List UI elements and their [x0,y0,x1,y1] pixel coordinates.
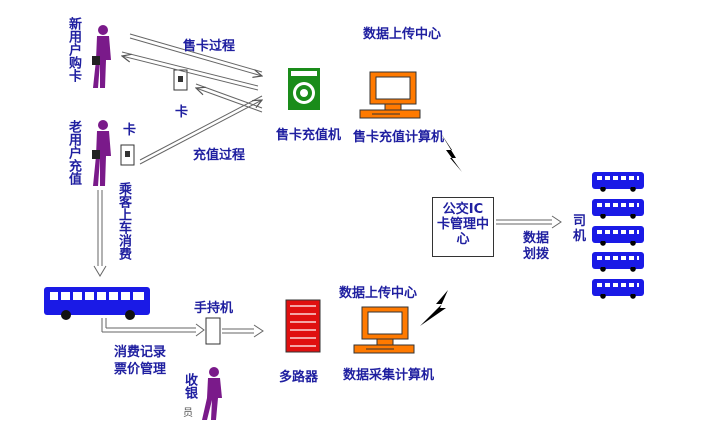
record-label-1: 消费记录 [114,345,167,360]
upload-bottom-label: 数据上传中心 [339,286,418,301]
lightning-bottom-icon [420,290,448,326]
recharge-process-arrows [139,83,262,165]
handheld-arrow [222,324,264,338]
new-user-label: 新用户购卡 [66,17,81,82]
collect-computer-icon [353,306,415,354]
center-box-line-2: 卡管理中 [436,217,489,232]
data-alloc-arrow [496,215,562,229]
card-right-label: 卡 [123,123,137,138]
handheld-device-icon [205,317,221,345]
sale-computer-label: 售卡充值计算机 [353,130,445,145]
driver-bus-icon-1 [592,172,644,192]
record-label-2: 票价管理 [114,362,167,377]
sale-process-arrows [122,33,262,91]
driver-bus-icon-3 [592,226,644,246]
recharge-process-label: 充值过程 [193,148,246,163]
bus-icon [44,287,150,320]
driver-label: 司机 [573,214,587,244]
handheld-label: 手持机 [194,301,234,316]
old-user-person-icon [92,120,111,186]
card-mid-label: 卡 [175,105,189,120]
new-user-person-icon [92,25,111,88]
driver-bus-icon-4 [592,252,644,272]
data-alloc-label-2: 划拨 [523,247,550,262]
cashier-label-small: 员 [183,408,193,419]
lightning-top-icon [440,132,462,172]
data-alloc-label-1: 数据 [523,231,550,246]
upload-top-label: 数据上传中心 [363,27,442,42]
collect-computer-label: 数据采集计算机 [343,368,435,383]
router-icon [285,299,321,353]
old-user-label: 老用户充值 [66,120,81,185]
sale-process-label: 售卡过程 [183,39,236,54]
sale-machine-label: 售卡充值机 [276,128,342,143]
sale-computer-icon [359,71,421,119]
record-arrow [101,318,205,337]
driver-bus-icon-2 [592,199,644,219]
cashier-person-icon [202,367,222,420]
center-box-line-1: 公交IC [442,202,484,217]
boarding-label: 乘客上车消费 [116,182,131,260]
center-box-line-3: 心 [456,232,470,247]
cashier-label: 收银 [182,373,197,399]
card-mid-icon [173,69,188,91]
ic-center-box: 公交IC 卡管理中 心 [432,197,494,257]
sale-machine-icon [288,68,320,110]
boarding-arrow [93,190,107,277]
card-right-icon [120,144,135,166]
driver-bus-icon-5 [592,279,644,299]
router-label: 多路器 [279,370,319,385]
